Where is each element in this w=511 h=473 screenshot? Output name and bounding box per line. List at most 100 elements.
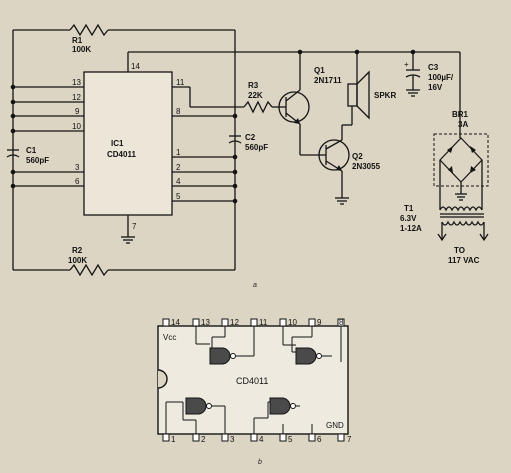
pinout-pin14: 14 xyxy=(171,318,180,327)
pin-stub xyxy=(250,433,258,442)
mains-label-voltage: 117 VAC xyxy=(448,256,480,265)
spkr-label: SPKR xyxy=(374,91,396,100)
c2-label: C2 xyxy=(245,133,256,142)
c1-plate-curved xyxy=(6,154,20,158)
pin9-label: 9 xyxy=(75,107,80,116)
junction-dot xyxy=(232,113,238,119)
diode-icon xyxy=(447,146,453,153)
cd4011-pinout: 14 13 12 11 10 9 8 1 2 3 4 5 6 7 Vcc GND… xyxy=(157,318,352,444)
pin2-label: 2 xyxy=(176,163,181,172)
oscillator-section: R1 100K IC1 CD4011 14 13 12 9 10 3 6 C1 … xyxy=(6,23,300,277)
junction-dot xyxy=(10,99,16,105)
q2-emitter-arrow xyxy=(336,165,342,171)
t1-label: T1 xyxy=(404,204,414,213)
c2-value: 560pF xyxy=(245,143,268,152)
nand-bubble xyxy=(290,403,296,409)
pinout-pin10: 10 xyxy=(288,318,297,327)
c3-label: C3 xyxy=(428,63,439,72)
mains-label-to: TO xyxy=(454,246,465,255)
nand-gate-body xyxy=(185,397,207,415)
q1-label: Q1 xyxy=(314,66,325,75)
junction-dot xyxy=(232,154,238,160)
c3-value: 100µF/ xyxy=(428,73,454,82)
q2-part: 2N3055 xyxy=(352,162,381,171)
c3-polarity: + xyxy=(404,60,409,69)
q2-collector xyxy=(325,139,343,150)
pinout-pin2: 2 xyxy=(201,435,206,444)
pin-stub xyxy=(221,318,229,327)
pin11-label: 11 xyxy=(176,78,185,87)
nand-gate-icon xyxy=(282,326,342,365)
pin13-label: 13 xyxy=(72,78,81,87)
nand-gate-icon xyxy=(165,397,226,434)
pinout-pin8: 8 xyxy=(339,318,344,327)
junction-dot xyxy=(232,183,238,189)
junction-dot xyxy=(10,128,16,134)
r1-value: 100K xyxy=(72,45,91,54)
nand-gate-body xyxy=(295,347,317,365)
q1-emitter-arrow xyxy=(294,118,300,124)
pinout-part-label: CD4011 xyxy=(236,376,268,386)
figure-b-caption: b xyxy=(258,459,262,466)
pinout-pin5: 5 xyxy=(288,435,293,444)
ic1-body xyxy=(83,71,173,216)
speaker-cone-icon xyxy=(356,70,370,120)
pin10-label: 10 xyxy=(72,122,81,131)
output-section: R3 22K Q1 2N1711 SPKR xyxy=(189,49,413,205)
transformer-secondary-icon xyxy=(439,206,483,212)
ic1-part: CD4011 xyxy=(107,150,136,159)
pinout-pin4: 4 xyxy=(259,435,264,444)
pinout-gnd-label: GND xyxy=(326,421,344,430)
t1-voltage: 6.3V xyxy=(400,214,417,223)
pin-stub xyxy=(337,433,345,442)
junction-dot xyxy=(10,183,16,189)
pinout-pin7: 7 xyxy=(347,435,352,444)
pin-stub xyxy=(279,318,287,327)
nand-gate-body xyxy=(209,347,231,365)
nand-gate-icon xyxy=(195,326,255,365)
bridge-rectifier-box xyxy=(433,133,489,187)
c1-label: C1 xyxy=(26,146,37,155)
pin-stub xyxy=(279,433,287,442)
pin14-label: 14 xyxy=(131,62,140,71)
c1-value: 560pF xyxy=(26,156,49,165)
speaker-icon xyxy=(347,83,358,107)
pinout-pin3: 3 xyxy=(230,435,235,444)
figure-a-caption: a xyxy=(253,282,257,289)
pin6-label: 6 xyxy=(75,177,80,186)
pin-stub xyxy=(192,433,200,442)
pin-stub xyxy=(250,318,258,327)
pin8-label: 8 xyxy=(176,107,181,116)
pinout-pin6: 6 xyxy=(317,435,322,444)
pin-stub xyxy=(308,433,316,442)
nand-gate-body xyxy=(269,397,291,415)
br1-label: BR1 xyxy=(452,110,469,119)
bridge-rectifier-icon xyxy=(439,137,483,183)
nand-bubble xyxy=(206,403,212,409)
pin12-label: 12 xyxy=(72,93,81,102)
junction-dot xyxy=(10,113,16,119)
pin1-label: 1 xyxy=(176,148,181,157)
mains-arrow-icon xyxy=(437,233,447,242)
junction-dot xyxy=(10,169,16,175)
power-supply-section: + C3 100µF/ 16V BR1 3A T1 6.3V 1-12A TO … xyxy=(400,49,489,265)
diode-icon xyxy=(470,146,476,153)
junction-dot xyxy=(10,84,16,90)
r3-value: 22K xyxy=(248,91,263,100)
junction-dot xyxy=(232,198,238,204)
junction-dot xyxy=(232,169,238,175)
r1-label: R1 xyxy=(72,36,83,45)
pin5-label: 5 xyxy=(176,192,181,201)
ic1-label: IC1 xyxy=(111,139,124,148)
pin7-label: 7 xyxy=(132,222,137,231)
pinout-pin12: 12 xyxy=(230,318,239,327)
q2-label: Q2 xyxy=(352,152,363,161)
r3-resistor xyxy=(243,100,273,114)
t1-current: 1-12A xyxy=(400,224,422,233)
nand-bubble xyxy=(230,353,236,359)
pin4-label: 4 xyxy=(176,177,181,186)
c2-plate-curved xyxy=(228,140,242,144)
pinout-notch xyxy=(157,369,168,389)
